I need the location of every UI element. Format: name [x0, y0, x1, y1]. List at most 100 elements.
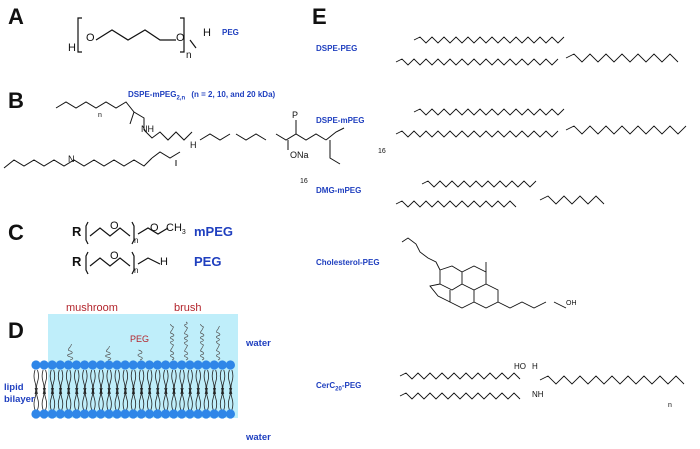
panel-letter-d: D: [8, 318, 24, 343]
lipid-head-bottom: [152, 409, 163, 419]
o-atom-c2: O: [150, 222, 159, 234]
n-index-c1: n: [134, 236, 139, 245]
n-index-e: n: [668, 402, 672, 409]
lipid-head-bottom: [209, 409, 219, 419]
chain: [399, 392, 521, 400]
atom-o1: O: [86, 32, 95, 44]
atom-ona-b: ONa: [290, 150, 309, 160]
chain-16b: 16: [300, 178, 308, 185]
peg-coil: [183, 321, 189, 361]
lipid-head-bottom: [120, 409, 130, 419]
o-atom-c3: O: [110, 250, 119, 262]
lipid-head-bottom: [193, 409, 203, 419]
lipid-head-bottom: [71, 409, 82, 419]
e-label-dspe-peg: DSPE-PEG: [316, 44, 358, 53]
chain: [395, 58, 559, 66]
lipid-label: lipid: [4, 382, 24, 393]
lipid-head-top: [112, 360, 122, 370]
chain: [413, 108, 565, 116]
bilayer-label: bilayer: [4, 394, 35, 405]
atom-n-b: N: [68, 154, 75, 164]
water-bottom-label: water: [246, 432, 271, 443]
lipid-head-top: [31, 360, 41, 370]
atom-nh-b: NH: [141, 124, 154, 134]
n-index-c2: n: [134, 266, 139, 275]
lipid-head-bottom: [136, 409, 146, 419]
lipid-head-top: [225, 360, 235, 370]
panel-letter-a: A: [8, 4, 24, 29]
brush-label: brush: [174, 302, 202, 314]
chain: [399, 372, 521, 380]
peg-label-d: PEG: [130, 334, 150, 344]
peg-chains: [67, 321, 221, 361]
lipid-head-bottom: [169, 409, 179, 419]
lipid-head-top: [104, 360, 114, 370]
lipid-head-bottom: [88, 409, 98, 419]
peg-coil: [105, 345, 112, 361]
lipid-head-bottom: [80, 409, 90, 419]
lipid-head-top: [201, 360, 211, 370]
mpeg-label-c: mPEG: [194, 224, 234, 239]
lipid-head-bottom: [55, 409, 65, 419]
lipid-head-top: [88, 360, 98, 370]
panel-letter-b: B: [8, 88, 24, 113]
chain: [565, 125, 687, 135]
lipid-head-top: [39, 360, 49, 370]
lipid-head-top: [161, 360, 171, 370]
lipid-head-bottom: [161, 409, 171, 419]
lipid-head-top: [80, 360, 90, 370]
e-label-cholesterol-peg: Cholesterol-PEG: [316, 258, 380, 267]
ch3-group: CH3: [166, 222, 186, 237]
e-label-cerc20-peg: CerC20-PEG: [316, 381, 362, 393]
ho-atom-cer: HO: [514, 362, 526, 371]
atom-n-index-b: n: [98, 112, 102, 119]
lipid-head-top: [96, 360, 106, 370]
lipid-head-bottom: [31, 409, 41, 419]
alkyl-chains: [395, 36, 687, 400]
atom-o2: O: [176, 32, 185, 44]
chain: [421, 180, 537, 188]
lipid-head-top: [55, 360, 65, 370]
lipid-head-bottom: [96, 409, 106, 419]
lipid-head-top: [193, 360, 203, 370]
lipid-molecules: [33, 369, 234, 411]
lipid-head-bottom: [63, 409, 73, 419]
h-atom-c: H: [160, 256, 168, 268]
e-label-dmg-mpeg: DMG-mPEG: [316, 186, 362, 195]
lipid-head-top: [185, 360, 195, 370]
peg-label-a: PEG: [222, 28, 239, 37]
lipid-head-bottom: [177, 409, 187, 419]
chain-16a: 16: [378, 148, 386, 155]
peg-coil: [67, 343, 74, 361]
peg-coil: [169, 323, 175, 361]
atom-h-left: H: [68, 42, 76, 54]
lipid-head-bottom: [39, 409, 49, 419]
lipid-head-bottom: [144, 409, 154, 419]
dspe-mpeg-label-b: DSPE-mPEG2,n (n = 2, 10, and 20 kDa): [128, 90, 276, 102]
e-label-dspe-mpeg: DSPE-mPEG: [316, 116, 365, 125]
lipid-head-bottom: [217, 409, 227, 419]
peg-coil: [199, 323, 205, 361]
chain: [395, 200, 517, 208]
lipid-head-bottom: [128, 409, 138, 419]
peg-coil: [215, 325, 221, 361]
chain: [539, 195, 605, 205]
r-group-1: R: [72, 224, 82, 239]
atom-h-b: H: [190, 140, 197, 150]
lipid-head-top: [71, 360, 82, 370]
atom-n: n: [186, 50, 192, 61]
mushroom-label: mushroom: [66, 302, 118, 314]
oh-atom-cholesterol: OH: [566, 300, 577, 307]
lipid-head-bottom: [201, 409, 211, 419]
lipid-head-top: [144, 360, 154, 370]
lipid-head-bottom: [112, 409, 122, 419]
chain: [395, 130, 559, 138]
lipid-head-top: [128, 360, 138, 370]
chain: [565, 53, 679, 63]
lipid-heads: [31, 360, 235, 419]
panel-letter-c: C: [8, 220, 24, 245]
